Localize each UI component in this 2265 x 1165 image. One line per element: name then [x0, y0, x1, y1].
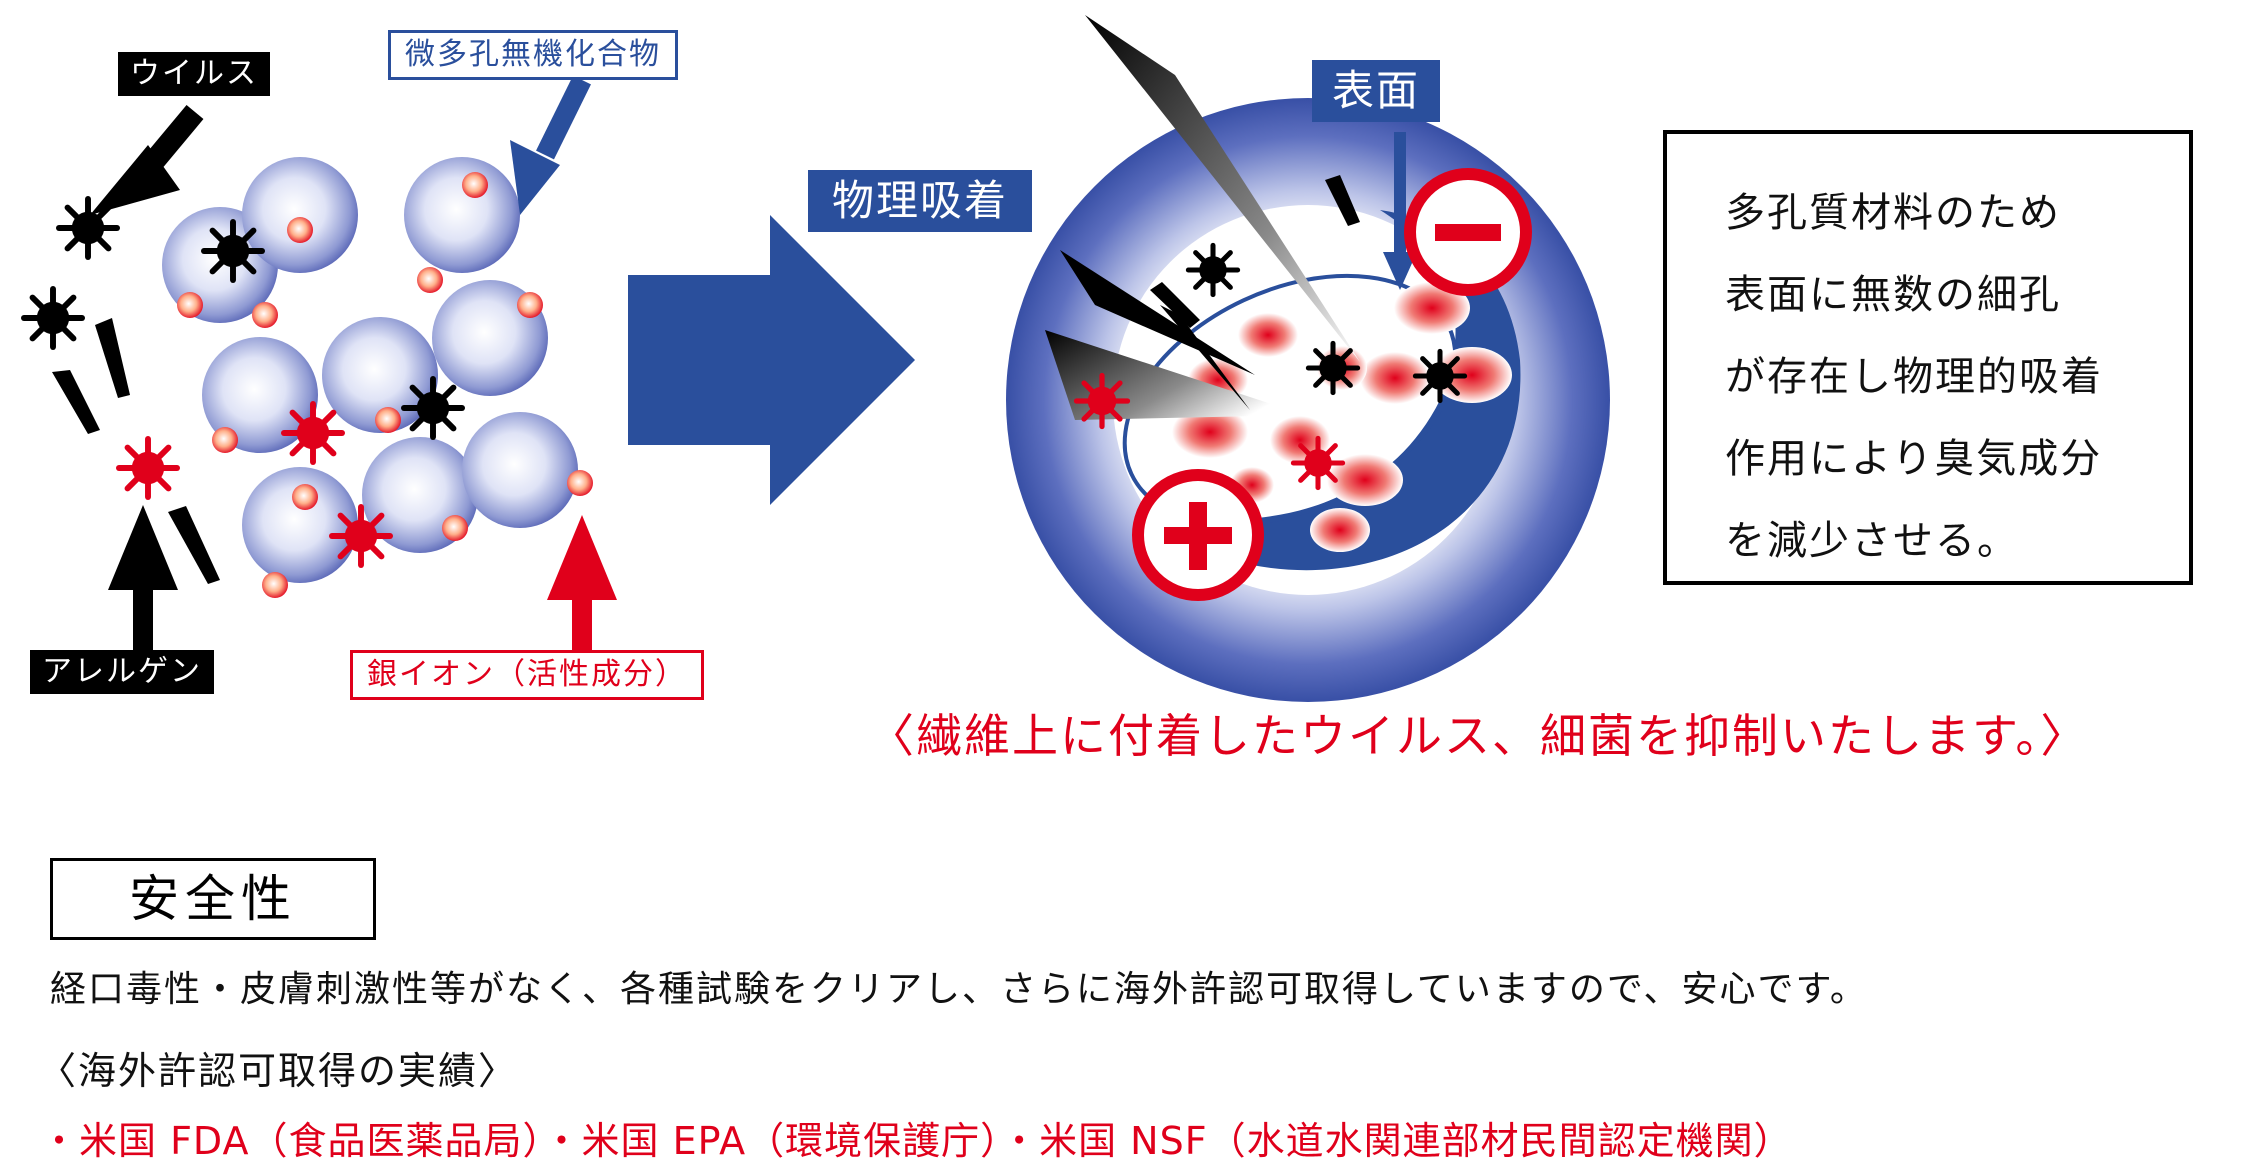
virus-icon	[24, 289, 82, 347]
virus-arrow-icon	[90, 104, 204, 215]
record-title: 〈海外許認可取得の実績〉	[38, 1049, 519, 1093]
silver-ion-label: 銀イオン（活性成分）	[350, 650, 704, 700]
explanation-line: が存在し物理的吸着	[1725, 354, 2103, 400]
allergen-arrow-icon	[108, 505, 178, 660]
silver-ion-particles	[177, 172, 593, 598]
allergen-icon	[1293, 438, 1342, 487]
allergen-icon	[332, 507, 390, 565]
virus-icon	[1188, 245, 1237, 294]
adsorption-beam	[1060, 250, 1255, 375]
plus-icon	[1132, 469, 1264, 601]
adsorption-beam	[1085, 15, 1360, 362]
motion-marks	[52, 318, 220, 584]
allergen-label: アレルゲン	[30, 650, 214, 694]
minus-icon	[1404, 168, 1532, 296]
virus-icon	[204, 222, 262, 280]
safety-title: 安全性	[50, 858, 376, 940]
safety-description: 経口毒性・皮膚刺激性等がなく、各種試験をクリアし、さらに海外許認可取得しています…	[50, 969, 1868, 1010]
surface-label: 表面	[1312, 60, 1441, 122]
explanation-line: を減少させる。	[1725, 518, 2019, 564]
surface-arrow-icon	[1383, 132, 1417, 290]
virus-icon	[1308, 343, 1357, 392]
virus-label: ウイルス	[118, 52, 270, 96]
explanation-box: 多孔質材料のため 表面に無数の細孔 が存在し物理的吸着 作用により臭気成分 を減…	[1663, 130, 2193, 585]
motion-marks	[1150, 175, 1360, 328]
porous-material-cluster	[162, 157, 578, 583]
material-arrow-icon	[510, 75, 591, 215]
allergen-icon	[119, 439, 177, 497]
record-list: ・米国 FDA（食品医薬品局）・米国 EPA（環境保護庁）・米国 NSF（水道水…	[40, 1119, 1793, 1163]
material-label: 微多孔無機化合物	[388, 30, 678, 80]
allergen-icon	[1076, 375, 1127, 426]
allergen-icon	[284, 404, 342, 462]
explanation-line: 多孔質材料のため	[1725, 190, 2061, 236]
virus-icon	[1415, 351, 1464, 400]
adsorption-label: 物理吸着	[808, 170, 1033, 232]
process-arrow-icon	[628, 215, 915, 505]
explanation-line: 作用により臭気成分	[1725, 436, 2103, 482]
silver-ion-arrow-icon	[547, 515, 617, 665]
caption: 〈繊維上に付着したウイルス、細菌を抑制いたします。〉	[868, 709, 2089, 763]
adsorption-beam	[1160, 305, 1250, 410]
virus-icon	[404, 379, 462, 437]
explanation-line: 表面に無数の細孔	[1725, 272, 2061, 318]
